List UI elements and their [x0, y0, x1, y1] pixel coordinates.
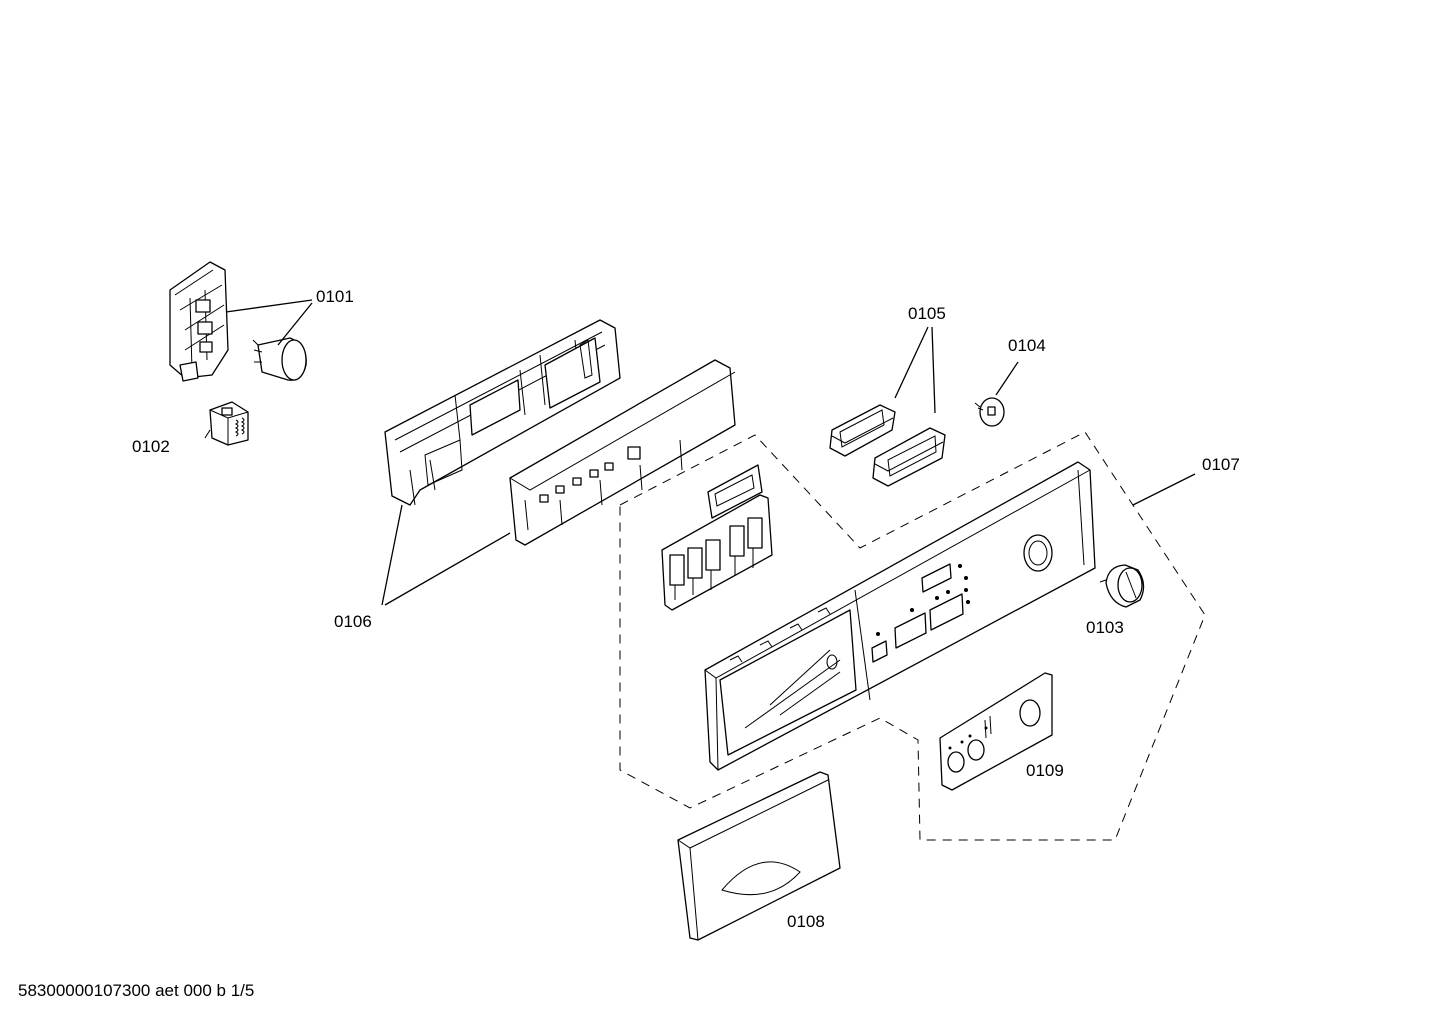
callout-0107: 0107: [1202, 455, 1240, 474]
part-0107-panel-fascia: [704, 461, 1096, 771]
leader-0105-b: [931, 326, 936, 414]
callout-0103: 0103: [1086, 618, 1124, 637]
part-0106-circuit-board: [509, 359, 736, 546]
part-0109-fascia-insert: [939, 672, 1053, 791]
part-0101-capacitor: [252, 337, 307, 381]
part-0108-drawer-handle: [677, 771, 841, 941]
part-0107-switch-carrier: [661, 464, 773, 611]
part-0101-relay-bracket: [169, 261, 229, 382]
callout-0101: 0101: [316, 287, 354, 306]
leader-0106-b: [384, 532, 511, 606]
part-0106-housing: [384, 319, 621, 506]
leader-0106-a: [381, 504, 403, 606]
leader-0105-a: [894, 326, 929, 399]
callout-0106: 0106: [334, 612, 372, 631]
leader-0101-a: [225, 299, 313, 313]
callout-0102: 0102: [132, 437, 170, 456]
part-0105-light-guide-b: [872, 427, 946, 487]
callout-0108: 0108: [787, 912, 825, 931]
part-0104-knob-adapter: [974, 397, 1005, 427]
callout-0104: 0104: [1008, 336, 1046, 355]
leader-0104: [995, 361, 1019, 396]
part-0102-filter: [204, 401, 249, 446]
assembly-boundary-0107: [619, 431, 1206, 841]
drawing-reference-footer: 58300000107300 aet 000 b 1/5: [18, 981, 255, 1000]
callout-0105: 0105: [908, 304, 946, 323]
leader-0107: [1132, 473, 1196, 506]
part-0103-program-knob: [1099, 564, 1145, 608]
callout-0109: 0109: [1026, 761, 1064, 780]
part-0105-light-guide-a: [829, 404, 896, 457]
leader-0101-b: [277, 302, 313, 346]
